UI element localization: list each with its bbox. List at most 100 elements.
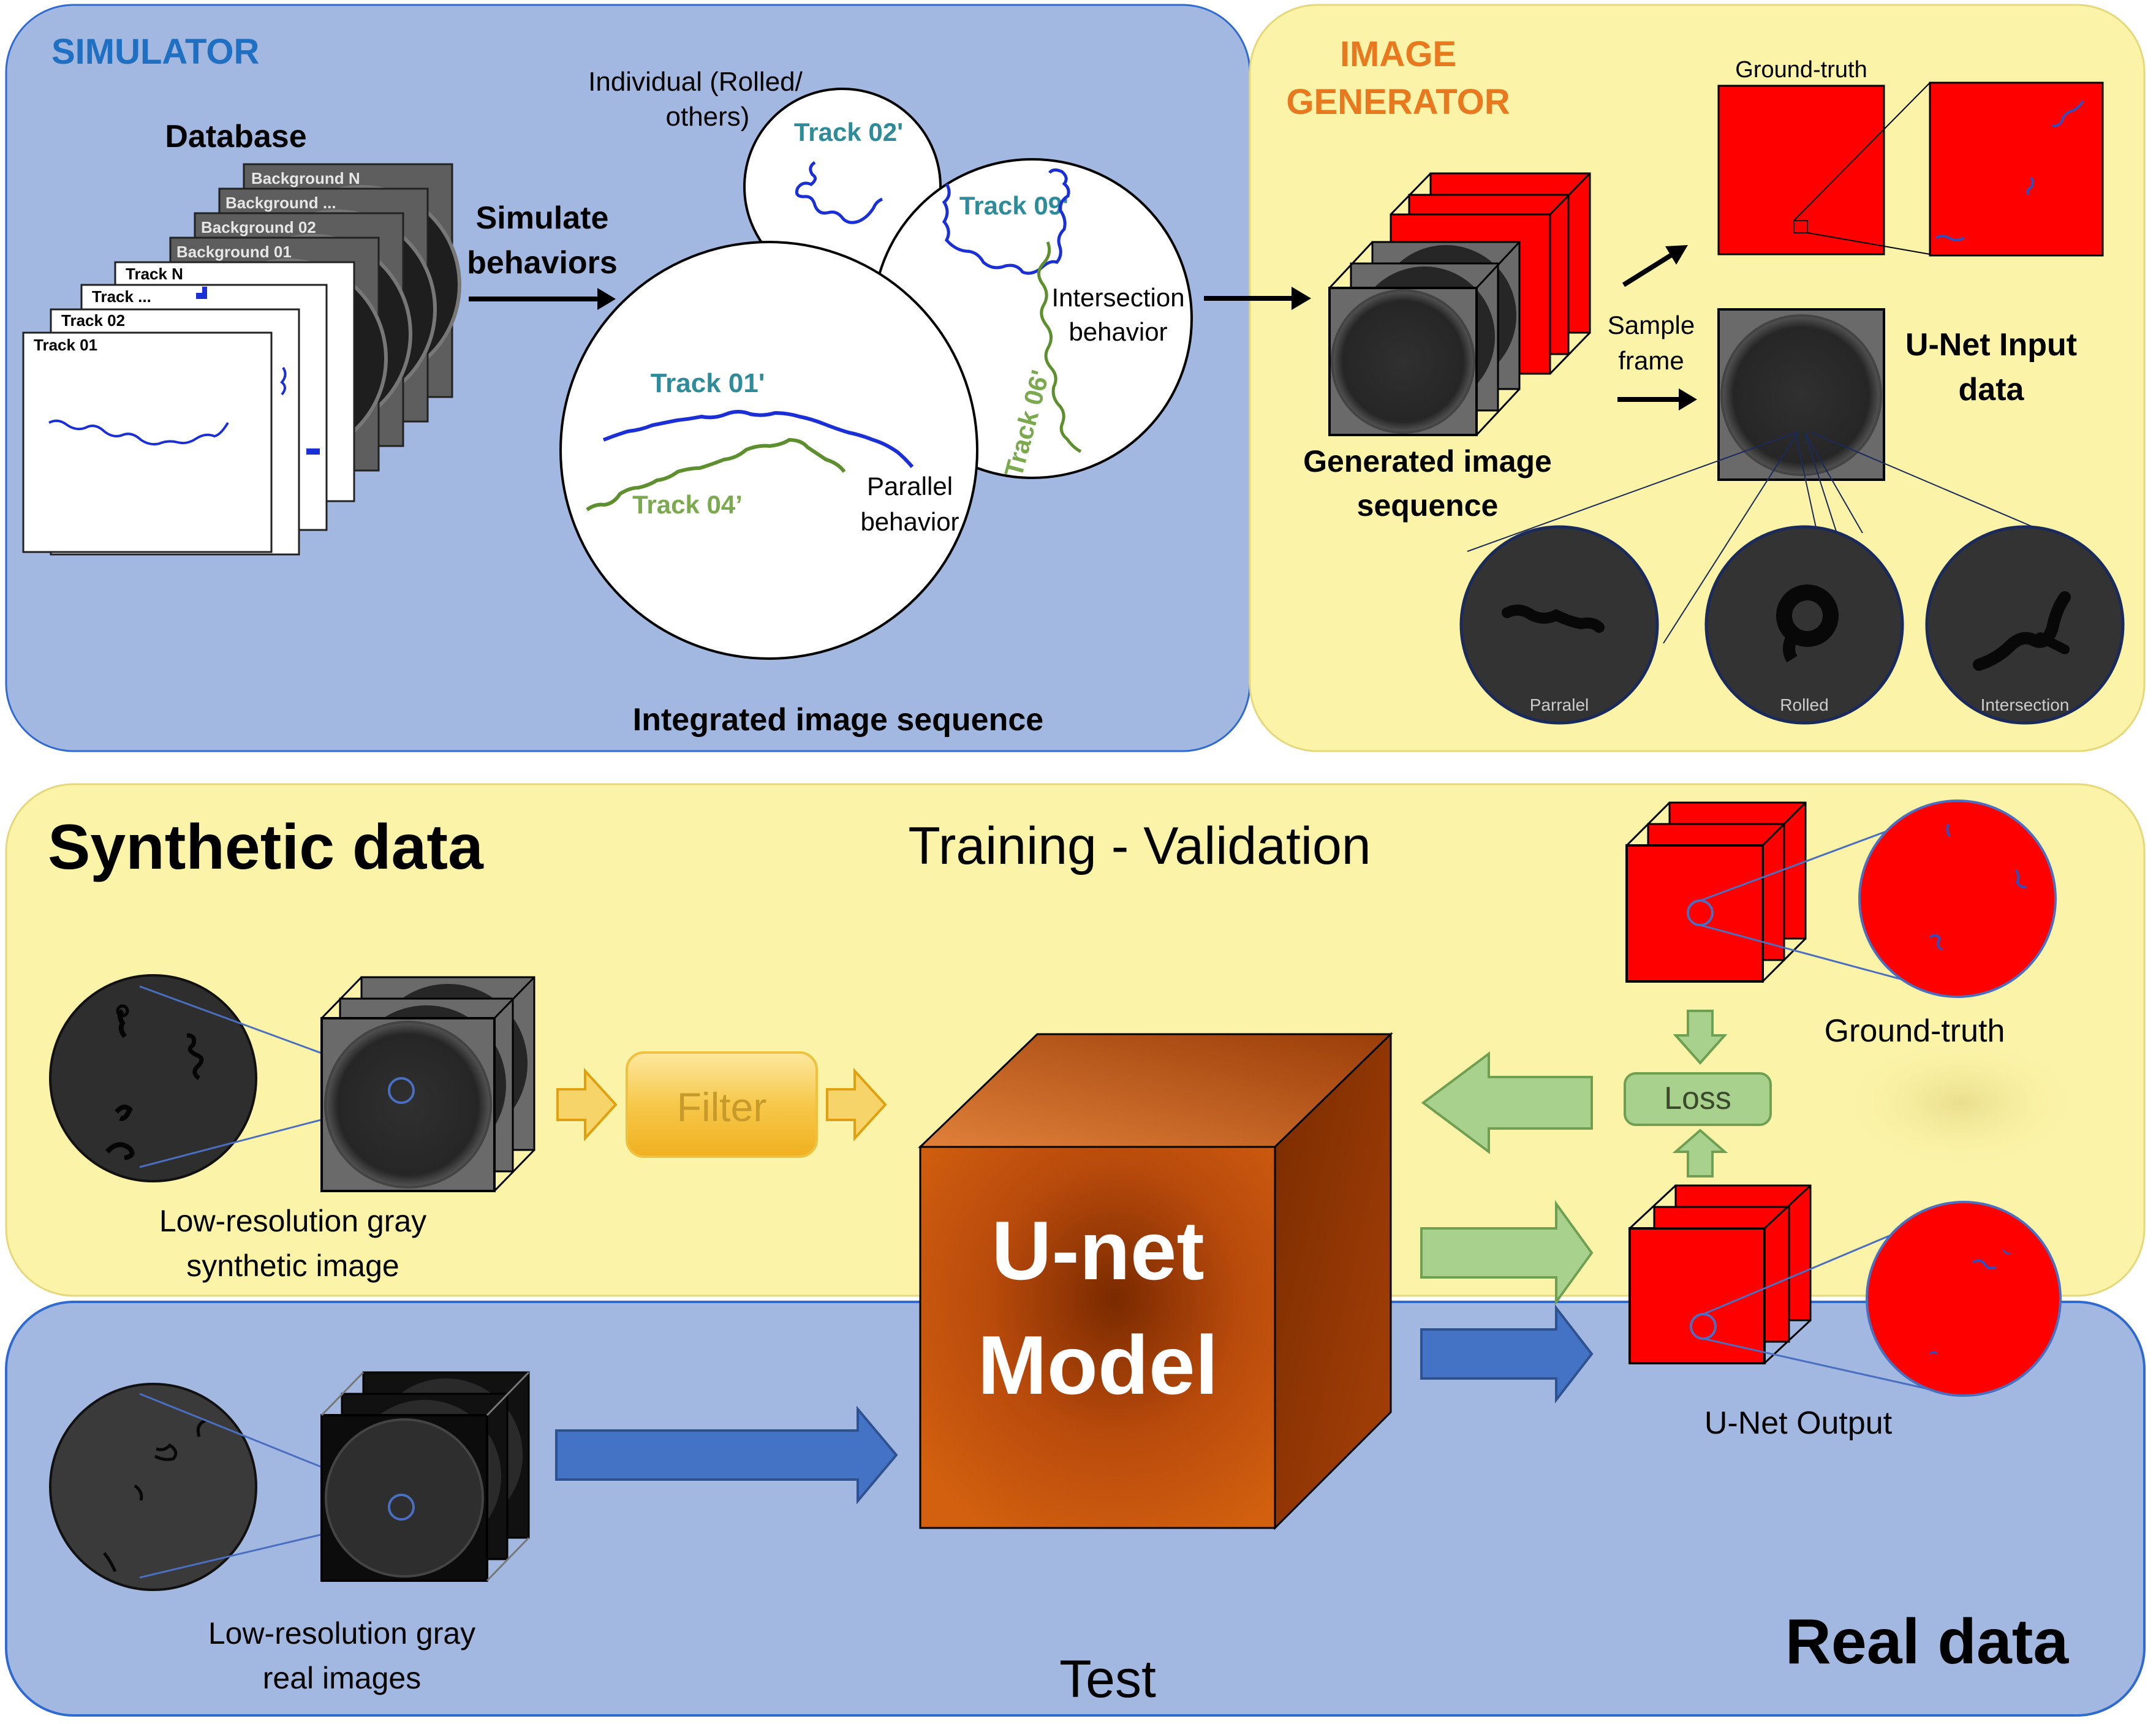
background-dots-label: Background ... (225, 194, 336, 212)
to-filter-arrow (556, 1067, 618, 1142)
sample-label-line2: frame (1618, 346, 1684, 375)
synthetic-title: Synthetic data (48, 812, 484, 883)
synthetic-image-stack (320, 976, 535, 1192)
unet-input-label-line2: data (1959, 372, 2025, 407)
background-01-label: Background 01 (176, 243, 292, 261)
ground-truth-frame (1717, 85, 1885, 255)
training-ground-truth-stack (1625, 801, 1807, 983)
database-label: Database (165, 119, 306, 154)
to-generator-arrow (1204, 287, 1311, 310)
training-ground-truth-worm3 (1929, 934, 1943, 951)
model-to-output-blue-arrow (1420, 1304, 1594, 1404)
from-filter-arrow (826, 1067, 887, 1142)
ground-truth-zoom-worm3 (1935, 235, 1965, 241)
inset-intersection: Intersection (1925, 525, 2125, 725)
filter-box (626, 1051, 818, 1158)
synthetic-image-label-line1: Low-resolution gray (159, 1204, 426, 1238)
gray-frame-stack (1328, 241, 1521, 436)
real-data-title: Real data (1785, 1606, 2070, 1677)
real-to-model-arrow (555, 1405, 898, 1505)
model-to-output-green-arrow (1420, 1200, 1594, 1306)
inset-rolled-label: Rolled (1780, 695, 1828, 714)
ground-truth-zoom-worm2 (2026, 176, 2034, 195)
model-label-line2: Model (978, 1318, 1219, 1412)
integrated-label: Integrated image sequence (633, 702, 1043, 738)
unet-input-label-line1: U-Net Input (1905, 327, 2077, 363)
simulate-label-line2: behaviors (467, 245, 618, 281)
track-n-label: Track N (126, 265, 183, 283)
synthetic-image-label-line2: synthetic image (186, 1249, 399, 1283)
track-09-label: Track 09' (959, 191, 1069, 220)
track-01-circle-label: Track 01' (651, 368, 765, 398)
individual-label-line2: others) (666, 102, 750, 132)
track-01-path (48, 419, 229, 446)
track-04-path (586, 437, 846, 512)
parallel-label-line2: behavior (860, 507, 959, 536)
track-stack: Track N Track ... Track 02 Track 01 (22, 261, 355, 556)
synthetic-zoom-circle (49, 974, 257, 1182)
track-06-path (1037, 241, 1082, 453)
track-dots-label: Track ... (92, 287, 151, 306)
gt-to-loss-arrow (1673, 1010, 1728, 1065)
generator-ground-truth-label: Ground-truth (1735, 57, 1867, 83)
real-zoom-circle (49, 1383, 257, 1591)
ground-truth-zoom-worm1 (2052, 100, 2084, 127)
simulate-arrow (469, 288, 616, 310)
unet-output-worm2 (2002, 1249, 2011, 1255)
model-front-face (919, 1146, 1276, 1529)
glow-spot (1838, 1035, 2083, 1170)
output-to-loss-arrow (1672, 1129, 1728, 1178)
track-01-parallel-path (602, 410, 914, 468)
track-02-label: Track 02 (61, 311, 125, 330)
ground-truth-zoom (1929, 81, 2104, 257)
inset-parallel-label: Parralel (1530, 695, 1589, 714)
training-title: Training - Validation (908, 817, 1371, 875)
inset-parallel: Parralel (1459, 525, 1659, 725)
unet-output-zoom (1866, 1201, 2062, 1397)
generator-title-line1: IMAGE (1340, 34, 1456, 74)
track-04-label: Track 04’ (632, 490, 743, 519)
track-02-rolled-path (795, 161, 883, 224)
parallel-label-line1: Parallel (867, 472, 953, 501)
ground-truth-zoom-source (1793, 220, 1808, 233)
individual-label-line1: Individual (Rolled/ (588, 67, 803, 97)
training-ground-truth-worm1 (1946, 823, 1951, 837)
training-ground-truth-worm2 (2014, 869, 2027, 889)
track-02-circle-label: Track 02' (794, 118, 903, 146)
simulator-title: SIMULATOR (51, 32, 259, 72)
generated-label-line2: sequence (1357, 488, 1499, 523)
sample-arrow-up (1622, 245, 1688, 287)
intersection-label-line2: behavior (1069, 317, 1167, 346)
track-01-label: Track 01 (34, 336, 97, 354)
filter-label: Filter (677, 1084, 767, 1130)
generator-title-line2: GENERATOR (1286, 82, 1510, 122)
unet-output-stack (1628, 1184, 1812, 1364)
model-label-line1: U-net (991, 1204, 1205, 1297)
ground-truth-zoom-lines (1793, 82, 1931, 255)
generated-sequence-stack (1328, 172, 1591, 436)
track-01-card: Track 01 (22, 331, 273, 553)
unet-output-worm1 (1972, 1259, 1997, 1270)
parallel-circle: Track 01' Track 04’ Parallel behavior (559, 241, 978, 660)
unet-input-plate (1720, 314, 1882, 476)
simulate-label-line1: Simulate (476, 200, 609, 236)
loss-box (1624, 1072, 1772, 1126)
individual-circle: Track 02' (743, 88, 942, 286)
training-ground-truth-label: Ground-truth (1825, 1013, 2005, 1049)
inset-intersection-label: Intersection (1981, 695, 2070, 714)
real-image-label-line1: Low-resolution gray (208, 1616, 475, 1650)
unet-output-worm3 (1929, 1351, 1939, 1355)
intersection-label-line1: Intersection (1051, 283, 1184, 312)
background-n-label: Background N (251, 169, 360, 187)
real-image-label-line2: real images (263, 1661, 421, 1695)
loss-to-model-arrow (1421, 1051, 1593, 1154)
generated-label-line1: Generated image (1303, 444, 1552, 478)
sample-label-line1: Sample (1608, 311, 1695, 339)
training-ground-truth-zoom (1858, 800, 2057, 998)
unet-output-label: U-Net Output (1704, 1405, 1893, 1441)
inset-rolled: Rolled (1704, 525, 1904, 725)
background-02-label: Background 02 (201, 218, 316, 236)
loss-label: Loss (1664, 1081, 1731, 1116)
